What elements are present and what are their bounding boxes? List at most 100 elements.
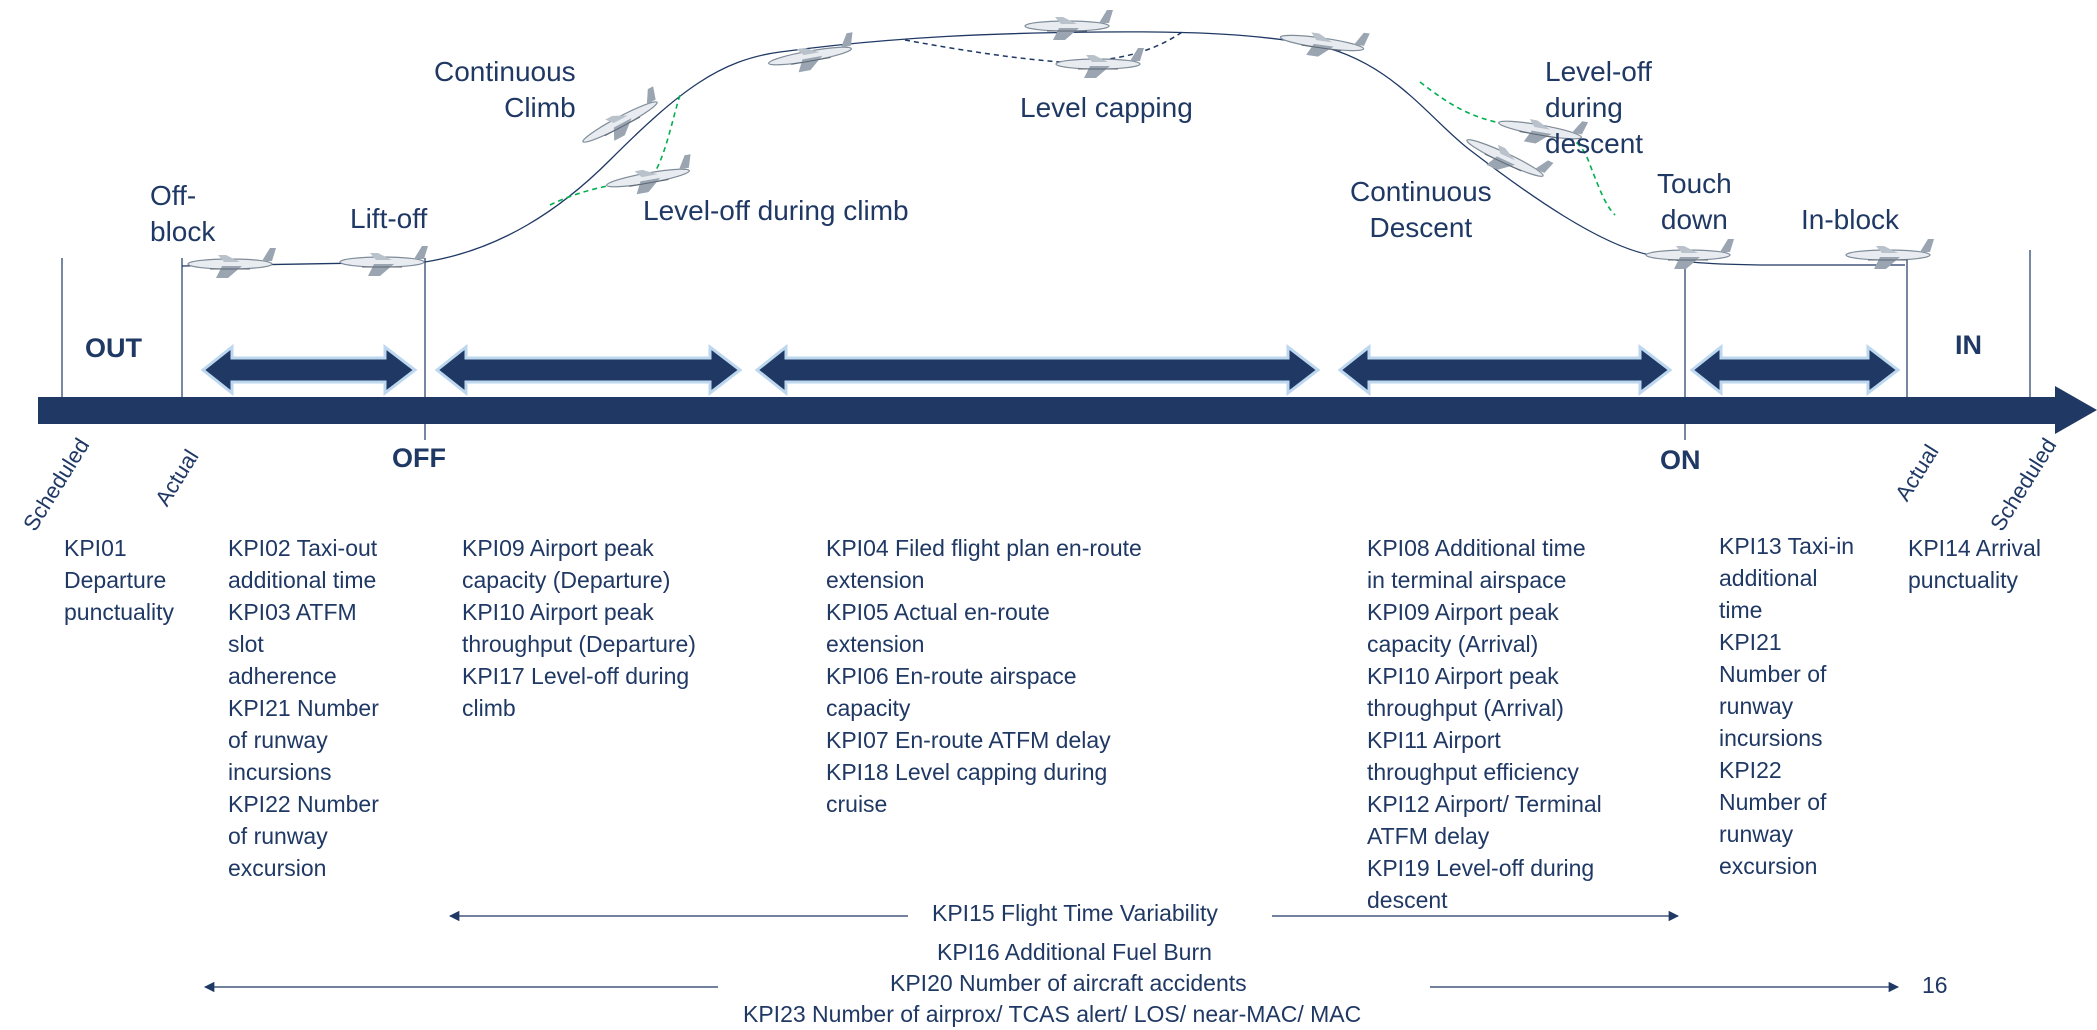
kpi-line: KPI22 — [1719, 757, 1782, 783]
aircraft-icon — [606, 154, 691, 195]
time-axis-arrow — [38, 386, 2097, 434]
kpi-line: KPI11 Airport — [1367, 727, 1501, 753]
kpi-line: additional time — [228, 567, 377, 593]
phase-arrow-taxi-in — [1689, 343, 1901, 397]
aircraft-layer — [187, 10, 1934, 278]
phase-arrow-cruise — [754, 343, 1321, 397]
kpi-line: KPI09 Airport peak — [462, 535, 654, 561]
label-lift-off: Lift-off — [350, 203, 428, 234]
kpi-line: slot — [228, 631, 264, 657]
kpi-line: KPI08 Additional time — [1367, 535, 1586, 561]
kpi-line: in terminal airspace — [1367, 567, 1567, 593]
kpi-line: extension — [826, 631, 925, 657]
kpi-line: throughput efficiency — [1367, 759, 1579, 785]
kpi-line: of runway — [228, 727, 328, 753]
kpi16-additional-fuel-burn: KPI16 Additional Fuel Burn — [937, 939, 1212, 965]
kpi-line: KPI17 Level-off during — [462, 663, 690, 689]
kpi-line: descent — [1367, 887, 1448, 913]
kpi-line: KPI21 Number — [228, 695, 379, 721]
kpi-group-cruise: KPI04 Filed flight plan en-route extensio… — [826, 532, 1246, 820]
kpi-line: Number of — [1719, 661, 1827, 687]
kpi-line: additional — [1719, 565, 1818, 591]
kpi-line: KPI02 Taxi-out — [228, 535, 378, 561]
kpi-line: cruise — [826, 791, 888, 817]
kpi20-aircraft-accidents: KPI20 Number of aircraft accidents — [890, 970, 1247, 996]
kpi-line: capacity — [826, 695, 911, 721]
label-level-off-during-climb: Level-off during climb — [643, 195, 909, 226]
aircraft-icon — [1055, 48, 1144, 78]
kpi-line: Departure — [64, 567, 167, 593]
label-continuous-climb: Continuous Climb — [434, 56, 576, 123]
kpi-line: throughput (Departure) — [462, 631, 696, 657]
kpi-line: climb — [462, 695, 516, 721]
label-continuous-descent: Continuous Descent — [1350, 176, 1492, 243]
kpi-line: incursions — [228, 759, 332, 785]
page-number: 16 — [1922, 972, 1948, 998]
kpi-line: Number of — [1719, 789, 1827, 815]
phase-arrow-taxi-out — [200, 343, 418, 397]
kpi-line: KPI13 Taxi-in — [1719, 533, 1855, 559]
aircraft-icon — [1279, 32, 1370, 57]
label-level-capping: Level capping — [1020, 92, 1193, 123]
kpi-line: KPI07 En-route ATFM delay — [826, 727, 1111, 753]
kpi-line: ATFM delay — [1367, 823, 1490, 849]
kpi-line: punctuality — [1908, 567, 2018, 593]
kpi-line: throughput (Arrival) — [1367, 695, 1564, 721]
kpi-line: incursions — [1719, 725, 1823, 751]
kpi-line: KPI14 Arrival — [1908, 535, 2041, 561]
kpi-line: KPI12 Airport/ Terminal — [1367, 791, 1602, 817]
kpi-line: capacity (Departure) — [462, 567, 671, 593]
kpi-line: runway — [1719, 693, 1794, 719]
level-capping-path — [904, 29, 1186, 63]
kpi-line: KPI03 ATFM — [228, 599, 357, 625]
kpi-line: excursion — [1719, 853, 1818, 879]
aircraft-icon — [187, 248, 276, 278]
kpi-line: extension — [826, 567, 925, 593]
label-in-block: In-block — [1801, 204, 1900, 235]
kpi-group-climb: KPI09 Airport peak capacity (Departure) KP… — [462, 532, 762, 724]
kpi-line: of runway — [228, 823, 328, 849]
kpi-group-descent: KPI08 Additional time in terminal airspac… — [1367, 532, 1687, 916]
kpi-line: capacity (Arrival) — [1367, 631, 1539, 657]
kpi-line: KPI04 Filed flight plan en-route — [826, 535, 1142, 561]
aircraft-icon — [1645, 239, 1734, 269]
aircraft-icon — [1498, 119, 1589, 144]
kpi-line: adherence — [228, 663, 337, 689]
kpi-line: KPI09 Airport peak — [1367, 599, 1559, 625]
label-off-block: Off- block — [150, 180, 216, 247]
aircraft-icon — [1466, 139, 1554, 177]
milestone-off: OFF — [392, 443, 446, 473]
aircraft-icon — [582, 86, 658, 143]
milestone-in: IN — [1955, 330, 1982, 360]
kpi-line: time — [1719, 597, 1763, 623]
milestone-on: ON — [1660, 445, 1701, 475]
phase-arrow-descent — [1337, 343, 1673, 397]
aircraft-icon — [339, 246, 428, 276]
label-touch-down: Touch down — [1657, 168, 1732, 235]
aircraft-icon — [768, 32, 853, 73]
phase-arrow-climb — [434, 343, 743, 397]
kpi-line: KPI01 — [64, 535, 127, 561]
kpi-line: KPI05 Actual en-route — [826, 599, 1050, 625]
kpi-line: punctuality — [64, 599, 174, 625]
label-level-off-during-descent: Level-off during descent — [1545, 56, 1652, 159]
kpi23-airprox: KPI23 Number of airprox/ TCAS alert/ LOS… — [743, 1001, 1362, 1027]
flight-trajectory-path — [181, 31, 1905, 267]
kpi-line: KPI22 Number — [228, 791, 379, 817]
milestone-out: OUT — [85, 333, 142, 363]
kpi-line: KPI19 Level-off during — [1367, 855, 1595, 881]
aircraft-icon — [1845, 239, 1934, 269]
aircraft-icon — [1024, 10, 1113, 40]
kpi-line: KPI18 Level capping during — [826, 759, 1108, 785]
kpi-line: runway — [1719, 821, 1794, 847]
kpi-line: KPI06 En-route airspace — [826, 663, 1077, 689]
kpi-line: KPI21 — [1719, 629, 1782, 655]
kpi-line: KPI10 Airport peak — [1367, 663, 1559, 689]
kpi15-flight-time-variability: KPI15 Flight Time Variability — [932, 900, 1218, 926]
kpi-group-arrival: KPI14 Arrival punctuality — [1908, 532, 2078, 596]
kpi-line: KPI10 Airport peak — [462, 599, 654, 625]
